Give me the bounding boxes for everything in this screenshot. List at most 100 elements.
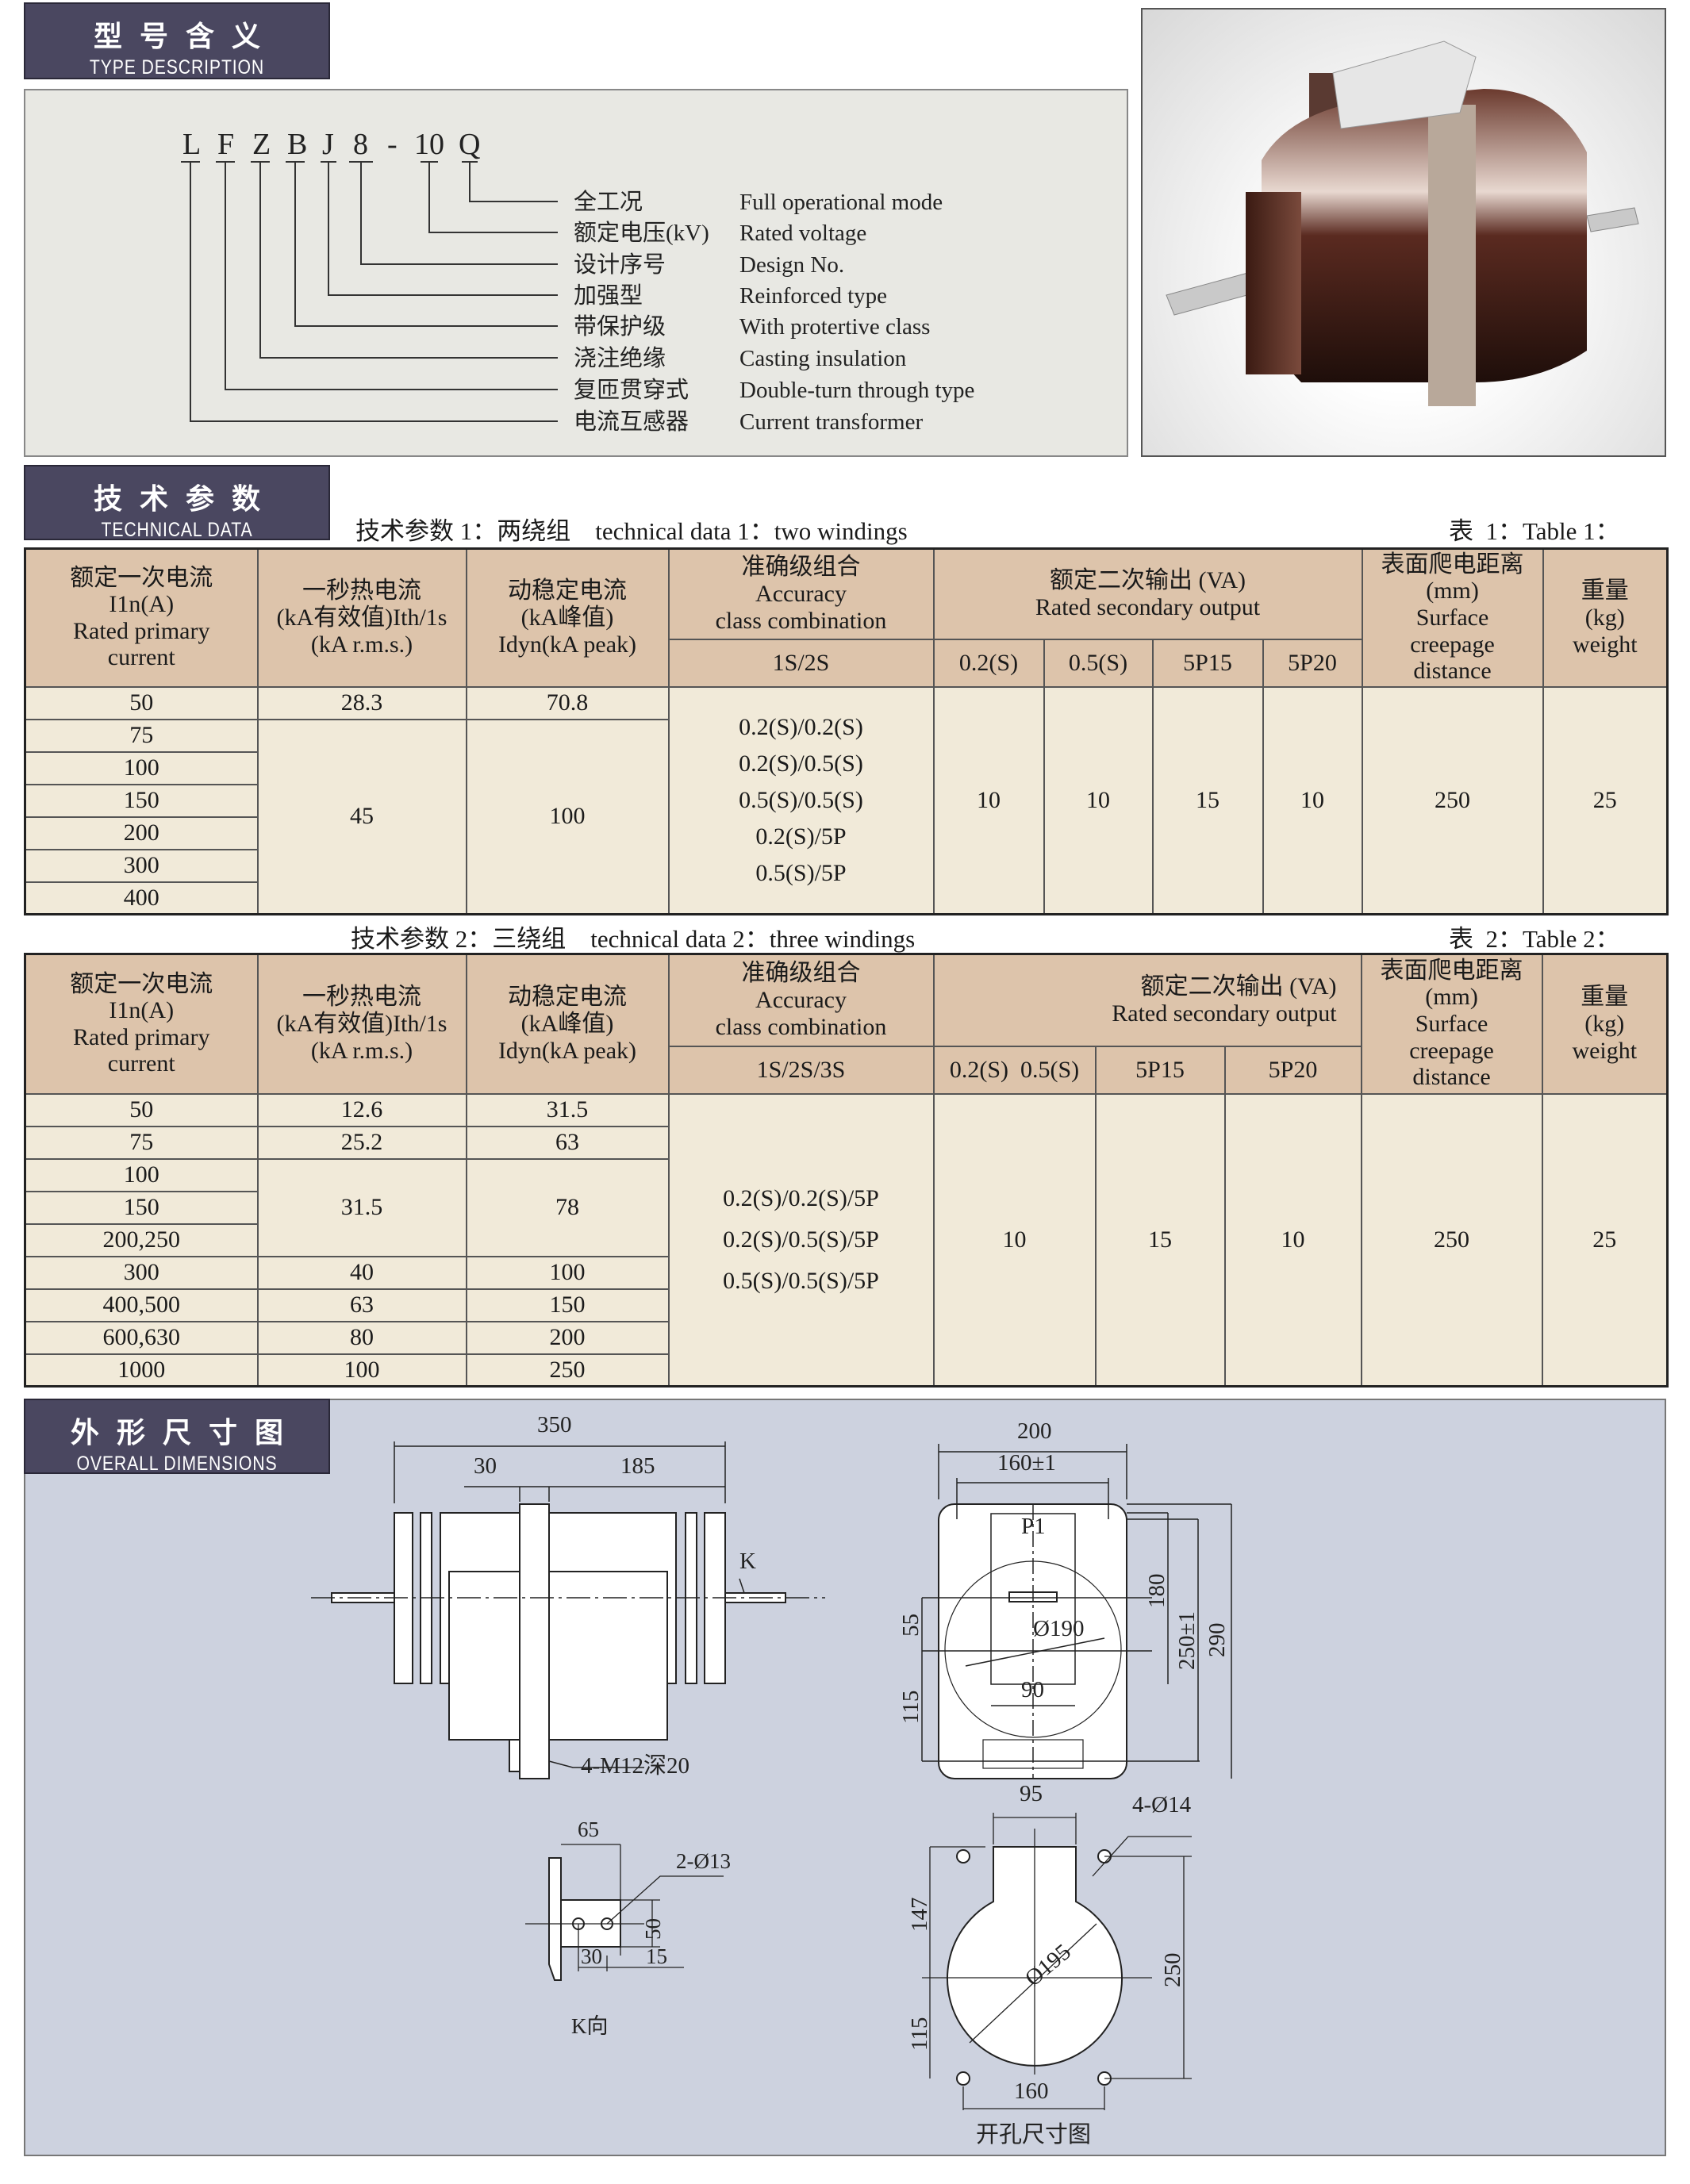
- cell-current: 150: [24, 783, 259, 818]
- cell-dynamic: 70.8: [465, 685, 670, 720]
- table-row: 400: [24, 881, 1668, 915]
- meaning-en: Reinforced type: [739, 283, 887, 309]
- table-row: 150: [24, 1190, 1668, 1225]
- cell-current: 600,630: [24, 1320, 259, 1355]
- section-title-dimensions: 外形尺寸图 OVERALL DIMENSIONS: [24, 1399, 330, 1475]
- dimension-drawings: 350 30 185 K 4-M12深20 200 160±1 P1 Ø19: [311, 1412, 1232, 2148]
- meaning-en: Double-turn through type: [739, 378, 974, 403]
- subheader-output: 5P15: [1151, 638, 1264, 688]
- model-letter: 10: [414, 128, 444, 161]
- cell-thermal: 31.5: [256, 1157, 467, 1257]
- meaning-en: Current transformer: [739, 409, 923, 435]
- meaning-zh: 带保护级: [574, 313, 666, 340]
- model-letter: Q: [459, 128, 480, 161]
- cell-current: 200,250: [24, 1223, 259, 1257]
- dim-55: 55: [898, 1614, 924, 1637]
- cell-thermal: 100: [256, 1353, 467, 1388]
- section-title-type: 型号含义 TYPE DESCRIPTION: [24, 2, 330, 79]
- meaning-zh: 设计序号: [574, 251, 666, 278]
- cell-dynamic: 250: [465, 1353, 670, 1388]
- cell-output: 10: [932, 685, 1045, 915]
- k-direction-mark: K: [739, 1549, 756, 1574]
- table-row: 200,250: [24, 1223, 1668, 1257]
- cell-output: 10: [1043, 685, 1154, 915]
- section-title-en: TYPE DESCRIPTION: [89, 56, 265, 79]
- subheader-accuracy: 1S/2S/3S: [667, 1045, 935, 1095]
- header-output: 额定二次输出 (VA)Rated secondary output: [932, 953, 1362, 1047]
- model-letter: J: [322, 128, 334, 161]
- dim-95: 95: [1020, 1781, 1043, 1806]
- meaning-zh: 电流互感器: [574, 409, 689, 435]
- cell-dynamic: 31.5: [465, 1092, 670, 1127]
- dim-160: 160±1: [997, 1450, 1056, 1476]
- cell-output: 10: [1223, 1092, 1362, 1388]
- table-row: 100: [24, 750, 1668, 785]
- meaning-zh: 全工况: [574, 189, 643, 215]
- cell-current: 1000: [24, 1353, 259, 1388]
- cell-thermal: 12.6: [256, 1092, 467, 1127]
- dim-200: 200: [1017, 1418, 1052, 1444]
- type-description-panel: [24, 89, 1128, 457]
- header-weight: 重量(kg)weight: [1542, 547, 1669, 688]
- meaning-en: Design No.: [739, 252, 844, 278]
- dim-147: 147: [907, 1898, 932, 1933]
- section-title-zh: 外形尺寸图: [70, 1417, 301, 1449]
- dim-180: 180: [1144, 1574, 1170, 1609]
- front-view: [311, 1441, 825, 1779]
- cell-thermal: 28.3: [256, 685, 467, 720]
- cell-weight: 25: [1541, 1092, 1669, 1388]
- k-view-label: K向: [571, 2014, 609, 2038]
- cutout-label: 开孔尺寸图: [976, 2121, 1091, 2148]
- cell-output: 10: [1262, 685, 1363, 915]
- subheader-accuracy: 1S/2S: [667, 638, 935, 688]
- subheader-output: 0.2(S): [932, 638, 1045, 688]
- cell-creepage: 250: [1361, 685, 1544, 915]
- section-title-en: TECHNICAL DATA: [101, 519, 253, 541]
- table-row: 200: [24, 816, 1668, 850]
- cell-current: 75: [24, 1125, 259, 1160]
- dim-160: 160: [1014, 2078, 1049, 2104]
- cell-output: 10: [932, 1092, 1097, 1388]
- cell-dynamic: 100: [465, 1255, 670, 1290]
- section-title-en: OVERALL DIMENSIONS: [76, 1453, 278, 1475]
- table1-number: 表 1：Table 1：: [1449, 517, 1620, 545]
- cell-current: 50: [24, 685, 259, 720]
- meaning-zh: 加强型: [574, 282, 643, 309]
- meaning-zh: 复匝贯穿式: [574, 377, 689, 403]
- table-row: 75 25.2 63: [24, 1125, 1668, 1160]
- meaning-en: With protertive class: [739, 314, 930, 340]
- cell-output: 15: [1151, 685, 1264, 915]
- meaning-en: Casting insulation: [739, 346, 907, 371]
- dim-115: 115: [907, 2017, 932, 2051]
- hole-spec-2-13: 2-Ø13: [676, 1849, 731, 1873]
- cell-current: 50: [24, 1092, 259, 1127]
- header-thermal-current: 一秒热电流(kA有效值)Ith/1s(kA r.m.s.): [256, 953, 467, 1095]
- section-title-technical: 技术参数 TECHNICAL DATA: [24, 465, 330, 541]
- cell-dynamic: 78: [465, 1157, 670, 1257]
- dim-350: 350: [537, 1412, 572, 1437]
- cell-current: 100: [24, 750, 259, 785]
- meaning-zh: 额定电压(kV): [574, 220, 709, 246]
- table-row: 300: [24, 848, 1668, 883]
- cell-thermal: 63: [256, 1288, 467, 1322]
- model-letter: F: [217, 128, 234, 161]
- model-letters: L F Z B J 8 - 10 Q: [182, 128, 480, 161]
- dim-30: 30: [581, 1944, 602, 1968]
- dim-290: 290: [1204, 1623, 1230, 1658]
- meaning-en: Rated voltage: [739, 221, 866, 246]
- model-letter: -: [387, 128, 398, 161]
- mounting-cutout: [922, 1813, 1192, 2110]
- cell-current: 200: [24, 816, 259, 850]
- dim-115: 115: [898, 1691, 924, 1724]
- table-row: 600,630 80 200: [24, 1320, 1668, 1355]
- table-row: 150: [24, 783, 1668, 818]
